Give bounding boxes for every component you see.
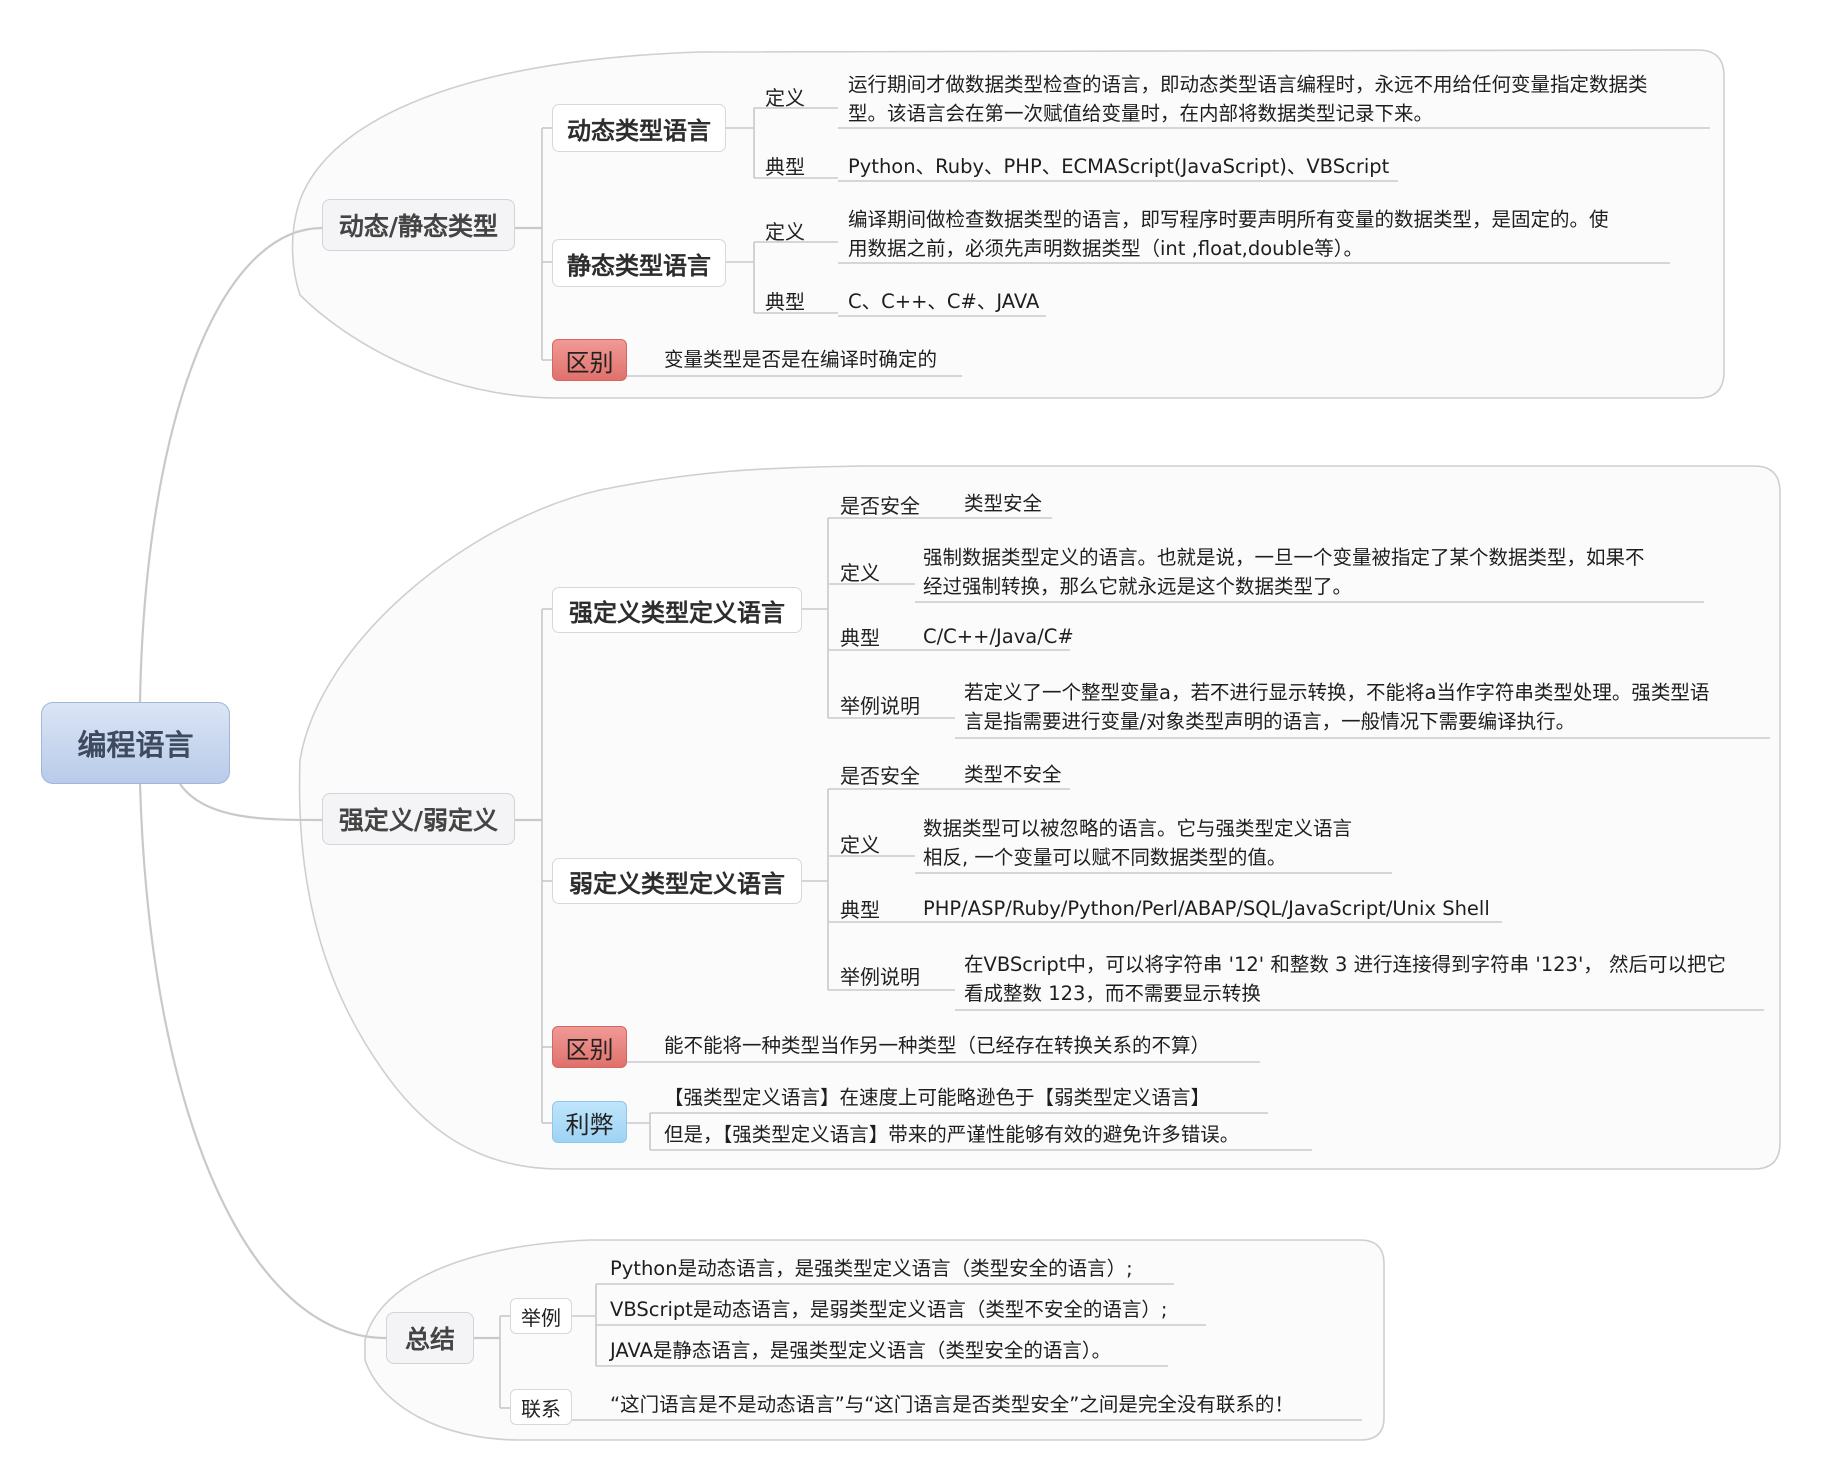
wire-dynamic-split <box>726 108 755 178</box>
label-weak-definition: 定义 <box>840 833 880 857</box>
tag-difference-dynamic-static[interactable]: 区别 <box>552 339 627 381</box>
label-dynamic-definition: 定义 <box>765 86 805 110</box>
uline-str-def <box>828 583 1704 603</box>
root-node[interactable]: 编程语言 <box>41 702 230 784</box>
node-dynamic-static[interactable]: 动态/静态类型 <box>322 199 515 251</box>
uline-wk-ex <box>828 989 1764 1011</box>
text-weak-typical: PHP/ASP/Ruby/Python/Perl/ABAP/SQL/JavaSc… <box>923 897 1490 920</box>
wire-static-split <box>726 242 755 313</box>
tag-difference-strong-weak[interactable]: 区别 <box>552 1026 627 1068</box>
node-dynamic-typed[interactable]: 动态类型语言 <box>552 104 726 152</box>
text-weak-safety: 类型不安全 <box>964 763 1062 786</box>
wire-root-dynamic-static <box>138 226 323 703</box>
text-difference-dynamic-static: 变量类型是否是在编译时确定的 <box>664 348 938 371</box>
label-static-definition: 定义 <box>765 220 805 244</box>
label-static-typical: 典型 <box>765 290 805 314</box>
group-bg-strong-weak <box>298 465 1781 1170</box>
text-dynamic-definition: 运行期间才做数据类型检查的语言，即动态类型语言编程时，永远不用给任何变量指定数据… <box>848 73 1648 125</box>
label-weak-typical: 典型 <box>840 898 880 922</box>
text-summary-example-1: Python是动态语言，是强类型定义语言（类型安全的语言）; <box>610 1257 1133 1280</box>
node-weak-typed[interactable]: 弱定义类型定义语言 <box>552 858 802 904</box>
text-dynamic-typical: Python、Ruby、PHP、ECMAScript(JavaScript)、V… <box>848 155 1390 178</box>
wire-pros-split <box>627 1113 651 1150</box>
text-strong-example: 若定义了一个整型变量a，若不进行显示转换，不能将a当作字符串类型处理。强类型语 … <box>964 681 1710 733</box>
text-summary-example-3: JAVA是静态语言，是强类型定义语言（类型安全的语言）。 <box>610 1339 1112 1362</box>
text-strong-safety: 类型安全 <box>964 492 1043 515</box>
uline-str-ex <box>828 717 1770 739</box>
label-strong-example: 举例说明 <box>840 694 920 718</box>
text-static-typical: C、C++、C#、JAVA <box>848 290 1040 313</box>
text-difference-strong-weak: 能不能将一种类型当作另一种类型（已经存在转换关系的不算） <box>664 1034 1211 1057</box>
node-strong-weak[interactable]: 强定义/弱定义 <box>322 793 515 845</box>
wire-root-summary <box>138 783 387 1340</box>
label-strong-typical: 典型 <box>840 626 880 650</box>
text-summary-example-2: VBScript是动态语言，是弱类型定义语言（类型不安全的语言）; <box>610 1298 1168 1321</box>
node-summary[interactable]: 总结 <box>386 1312 474 1364</box>
text-static-definition: 编译期间做检查数据类型的语言，即写程序时要声明所有变量的数据类型，是固定的。使 … <box>848 208 1609 260</box>
node-summary-example[interactable]: 举例 <box>510 1298 572 1334</box>
label-strong-definition: 定义 <box>840 561 880 585</box>
text-weak-example: 在VBScript中，可以将字符串 '12' 和整数 3 进行连接得到字符串 '… <box>964 953 1727 1005</box>
text-weak-definition: 数据类型可以被忽略的语言。它与强类型定义语言 相反, 一个变量可以赋不同数据类型… <box>923 817 1353 869</box>
label-weak-example: 举例说明 <box>840 965 920 989</box>
node-summary-relation[interactable]: 联系 <box>510 1389 572 1425</box>
label-dynamic-typical: 典型 <box>765 155 805 179</box>
node-static-typed[interactable]: 静态类型语言 <box>552 239 726 287</box>
text-pros-cons-1: 【强类型定义语言】在速度上可能略逊色于【弱类型定义语言】 <box>664 1086 1211 1109</box>
wire-root-strong-weak <box>179 783 323 822</box>
text-strong-typical: C/C++/Java/C# <box>923 625 1074 648</box>
text-pros-cons-2: 但是，【强类型定义语言】带来的严谨性能够有效的避免许多错误。 <box>664 1123 1240 1146</box>
node-strong-typed[interactable]: 强定义类型定义语言 <box>552 587 802 633</box>
label-weak-safety: 是否安全 <box>840 764 920 788</box>
wire-strong-split <box>802 518 829 718</box>
tag-pros-cons[interactable]: 利弊 <box>552 1101 627 1143</box>
text-strong-definition: 强制数据类型定义的语言。也就是说，一旦一个变量被指定了某个数据类型，如果不 经过… <box>923 546 1645 598</box>
group-bg-summary <box>364 1239 1385 1441</box>
wire-weak-split <box>802 789 829 990</box>
text-summary-relation: “这门语言是不是动态语言”与“这门语言是否类型安全”之间是完全没有联系的！ <box>610 1393 1294 1416</box>
label-strong-safety: 是否安全 <box>840 494 920 518</box>
uline-wk-def <box>828 855 1392 874</box>
